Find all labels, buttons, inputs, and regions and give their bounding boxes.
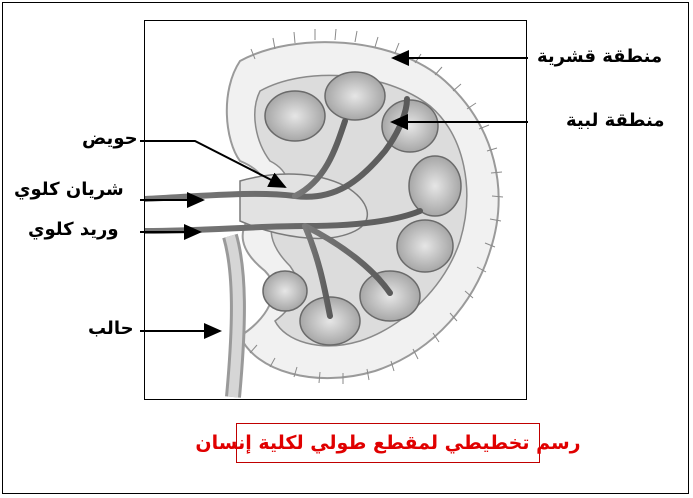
label-vein: وريد كلوي (28, 219, 119, 240)
diagram-caption: رسم تخطيطي لمقطع طولي لكلية إنسان (195, 432, 580, 454)
label-artery: شريان كلوي (14, 179, 124, 200)
label-pelvis: حويض (82, 128, 138, 149)
label-cortex: منطقة قشرية (537, 46, 662, 67)
pelvis-pointer (140, 141, 285, 187)
label-medulla: منطقة لبية (566, 110, 665, 131)
caption-box: رسم تخطيطي لمقطع طولي لكلية إنسان (236, 423, 540, 463)
label-ureter: حالب (88, 318, 134, 339)
